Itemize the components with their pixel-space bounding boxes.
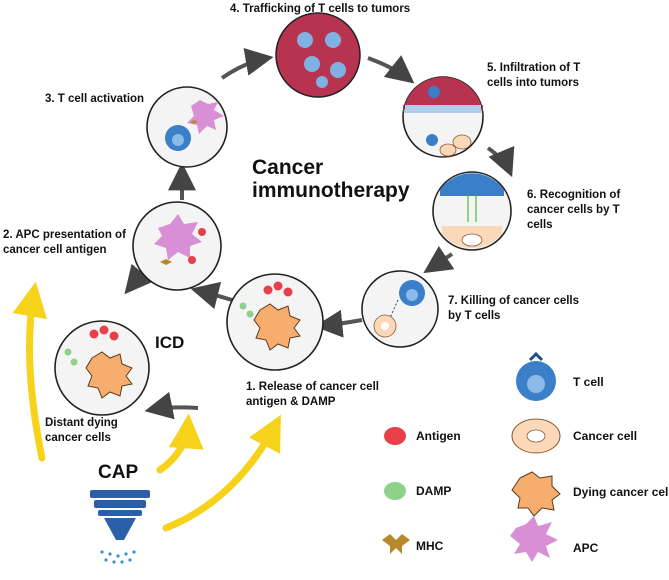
legend-apc-label: APC [573, 541, 599, 555]
cycle-arrows [124, 48, 515, 420]
legend-dying-icon [511, 471, 561, 517]
arrow-7-to-1 [314, 309, 363, 338]
legend-tcell-label: T cell [573, 375, 604, 389]
step3-circle [146, 86, 228, 168]
arrow-5-to-6 [486, 145, 515, 178]
step1-label: 1. Release of cancer cell antigen & DAMP [246, 381, 382, 408]
cap-arrow-mid [156, 413, 204, 474]
legend-cancer-label: Cancer cell [573, 429, 637, 443]
arrow-1-to-2 [190, 281, 233, 310]
legend-apc-icon [510, 516, 558, 562]
mhc-icon [190, 120, 198, 124]
antigen-dot [198, 228, 206, 236]
cap-arrow-right [162, 414, 281, 532]
step4-circle [275, 12, 361, 98]
legend-damp-icon [384, 482, 406, 500]
step7-circle [361, 270, 439, 348]
step2-circle [132, 201, 222, 291]
damp-dot [64, 348, 72, 356]
step5-circle [402, 76, 484, 158]
cap-arrows [12, 281, 281, 532]
antigen-dot [89, 329, 99, 339]
antigen-dot [263, 285, 273, 295]
step7-label: 7. Killing of cancer cells by T cells [448, 295, 582, 322]
legend: Antigen DAMP MHC T cell Cancer cell Dyin… [382, 351, 669, 562]
step3-label: 3. T cell activation [45, 93, 144, 105]
diagram-title: Cancer immunotherapy [252, 156, 410, 202]
arrow-cap-to-distant [144, 391, 199, 420]
step1-circle [226, 273, 324, 371]
step4-label: 4. Trafficking of T cells to tumors [230, 3, 410, 15]
t-cell-icon [297, 32, 313, 48]
title-line-1: Cancer [252, 156, 323, 179]
icd-label: ICD [155, 333, 184, 352]
legend-dying-label: Dying cancer cell [573, 485, 669, 499]
cap-device-icon [90, 490, 150, 564]
mhc-icon [160, 259, 172, 265]
step5-label: 5. Infiltration of T cells into tumors [487, 62, 583, 89]
apc-cell-icon [187, 100, 224, 134]
cap-arrow-left [12, 281, 47, 462]
distant-dying-circle [54, 320, 150, 416]
step6-circle [432, 171, 512, 251]
arrow-4-to-5 [367, 55, 415, 84]
distant-label: Distant dying cancer cells [45, 417, 121, 444]
apc-cell-icon [154, 214, 202, 260]
legend-antigen-label: Antigen [416, 429, 461, 443]
legend-antigen-icon [384, 427, 406, 445]
step6-label: 6. Recognition of cancer cells by T cell… [527, 189, 623, 231]
legend-damp-label: DAMP [416, 484, 451, 498]
arrow-3-to-4 [220, 48, 274, 80]
cancer-cell-icon [452, 134, 472, 150]
cap-label: CAP [98, 462, 138, 483]
t-cell-icon [426, 134, 438, 146]
t-cell-icon [428, 86, 440, 98]
dying-cancer-cell-icon [85, 351, 133, 399]
cancer-cell-icon [461, 233, 483, 247]
damp-dot [239, 302, 247, 310]
arrow-6-to-7 [423, 245, 455, 274]
dying-cancer-cell-icon [253, 303, 301, 351]
title-line-2: immunotherapy [252, 179, 410, 202]
step2-label: 2. APC presentation of cancer cell antig… [3, 229, 129, 256]
legend-mhc-label: MHC [416, 539, 444, 553]
legend-mhc-icon [382, 534, 410, 554]
